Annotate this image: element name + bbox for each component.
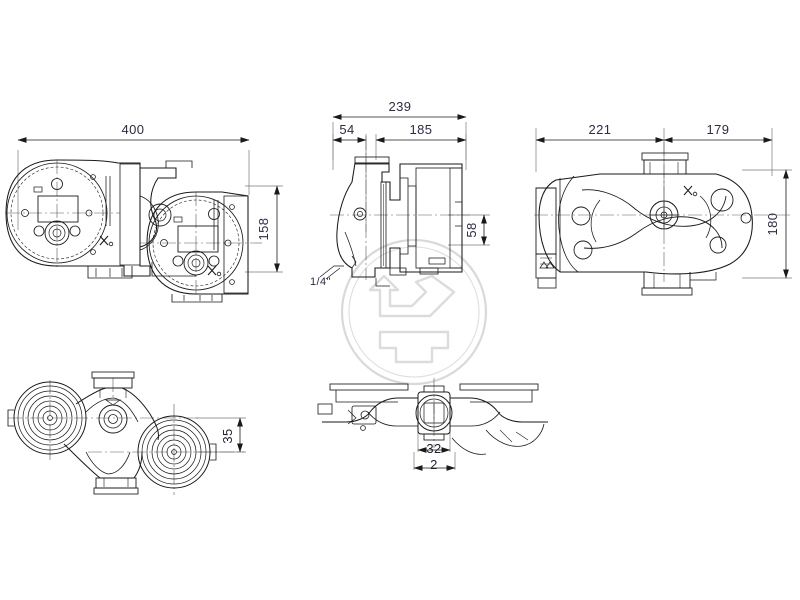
dimension-value-239: 239 bbox=[389, 99, 412, 114]
view-side-elevation: 239 54 185 58 bbox=[310, 99, 490, 288]
pump-body-left bbox=[5, 159, 151, 279]
view-plan-side: 32 2 bbox=[317, 378, 548, 472]
centre-lines-side bbox=[330, 136, 470, 280]
dimension-overall-width: 400 bbox=[17, 122, 250, 230]
dimension-gap-width: 2 bbox=[413, 452, 456, 472]
dimension-value-58: 58 bbox=[464, 222, 479, 237]
dimension-value-2: 2 bbox=[430, 457, 438, 472]
dimension-right-span: 179 bbox=[663, 122, 773, 176]
pump-manifold bbox=[139, 160, 196, 277]
dimension-value-158: 158 bbox=[256, 218, 271, 241]
view-plan-twin-head: 35 bbox=[7, 371, 246, 495]
centre-lines bbox=[6, 160, 262, 296]
callout-thread-size: 1/4" bbox=[310, 276, 331, 288]
dimension-motor-section: 185 bbox=[375, 122, 467, 160]
pump-body-right bbox=[146, 191, 249, 303]
dimension-overall-height: 158 bbox=[245, 185, 283, 273]
dimension-value-180: 180 bbox=[765, 213, 780, 236]
view-front-elevation-twin-head: 400 158 bbox=[5, 122, 283, 303]
dimension-value-400: 400 bbox=[122, 122, 145, 137]
pump-plan-side-body bbox=[317, 383, 548, 455]
pump-plan-body bbox=[7, 371, 217, 495]
dimension-flange-offset: 35 bbox=[196, 417, 246, 453]
dimension-value-35: 35 bbox=[220, 428, 235, 443]
dimension-value-185: 185 bbox=[410, 122, 433, 137]
dimension-value-179: 179 bbox=[707, 122, 730, 137]
dimension-value-54: 54 bbox=[339, 122, 354, 137]
pump-rear-body bbox=[535, 152, 753, 296]
dimension-shaft-centre-height: 58 bbox=[448, 214, 490, 246]
dimension-value-32: 32 bbox=[426, 441, 441, 456]
pump-side-body bbox=[319, 156, 463, 287]
dimension-value-221: 221 bbox=[589, 122, 612, 137]
dimension-rear-height: 180 bbox=[742, 169, 792, 279]
view-rear-elevation: 221 179 180 bbox=[534, 122, 792, 296]
